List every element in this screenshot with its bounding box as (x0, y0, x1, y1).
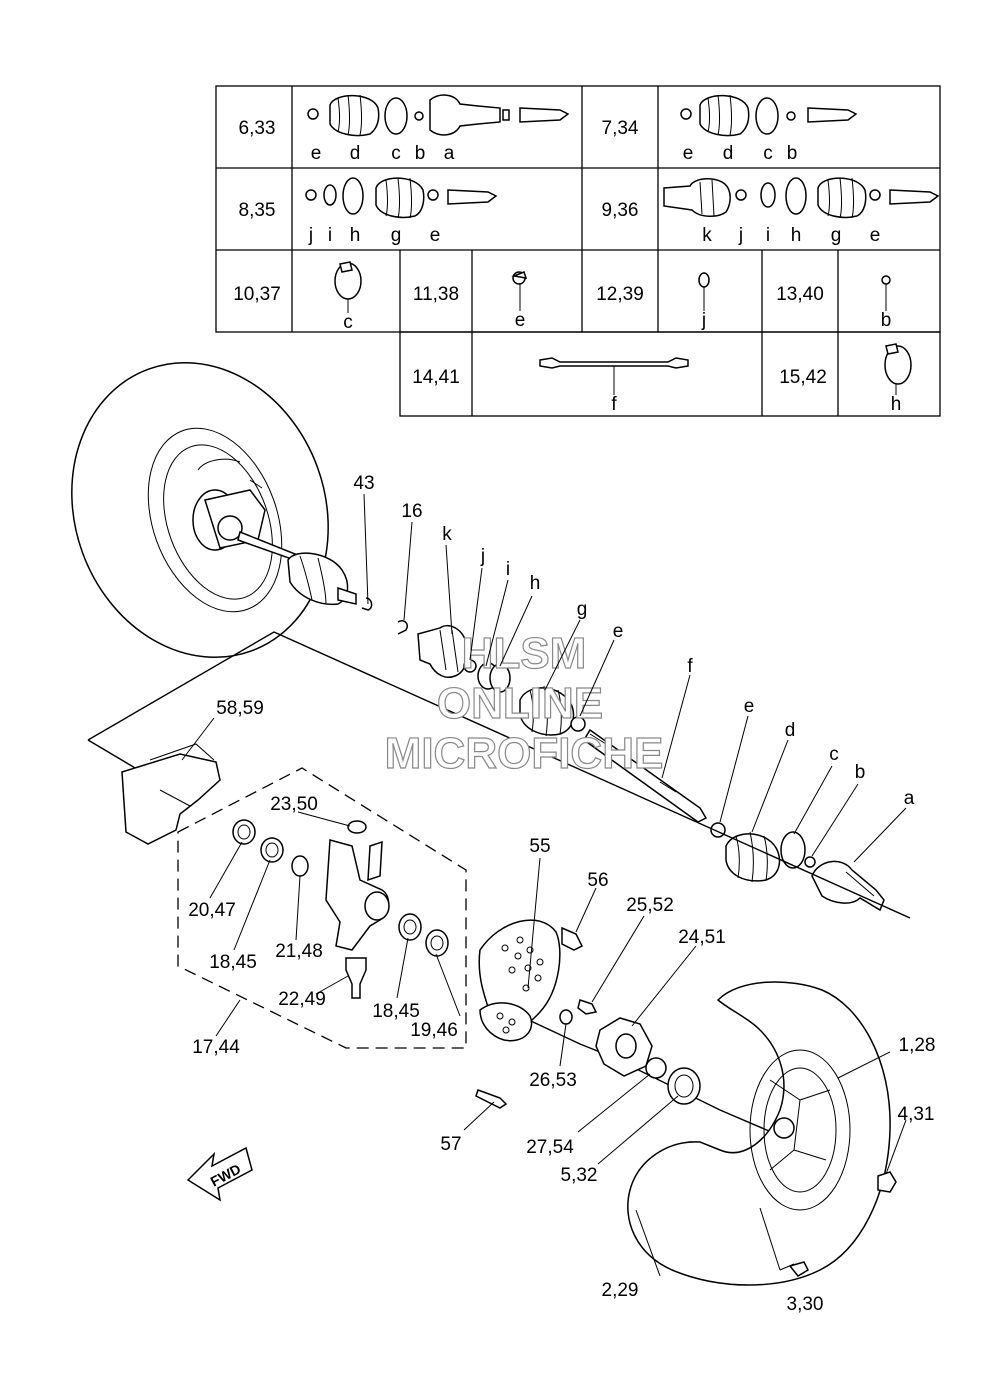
callout-i: i (506, 559, 510, 580)
callout-24-51: 24,51 (678, 927, 726, 948)
callout-55: 55 (529, 836, 550, 857)
table-letter: c (763, 143, 773, 164)
callout-25-52: 25,52 (626, 895, 674, 916)
callout-22-49: 22,49 (278, 989, 326, 1010)
table-letter: e (515, 310, 526, 331)
callout-a: a (904, 788, 915, 809)
callout-3-30: 3,30 (787, 1294, 824, 1315)
callout-2-29: 2,29 (602, 1280, 639, 1301)
table-letter: d (350, 143, 361, 164)
callout-d: d (785, 720, 796, 741)
callout-e-upper: e (613, 621, 624, 642)
watermark-line-1: HLSM (462, 629, 587, 678)
table-code-13-40: 13,40 (776, 284, 824, 305)
callout-g: g (577, 599, 588, 620)
table-letter: g (831, 225, 842, 246)
table-letter: a (444, 143, 455, 164)
watermark-line-2: ONLINE (437, 679, 603, 728)
callout-26-53: 26,53 (529, 1070, 577, 1091)
table-letter: e (430, 225, 441, 246)
table-letter: b (787, 143, 798, 164)
table-letter: c (343, 312, 353, 333)
table-letter: h (791, 225, 802, 246)
table-code-9-36: 9,36 (602, 200, 639, 221)
fwd-arrow-icon: FWD (186, 1146, 253, 1202)
table-letter: j (738, 225, 743, 246)
callout-18-45-right: 18,45 (372, 1001, 420, 1022)
table-code-14-41: 14,41 (412, 367, 460, 388)
callout-20-47: 20,47 (188, 900, 236, 921)
drive-shaft-assembly (397, 619, 885, 912)
table-letter: j (308, 225, 313, 246)
table-letter: f (611, 394, 617, 415)
table-code-10-37: 10,37 (233, 284, 281, 305)
callout-56: 56 (587, 870, 608, 891)
table-letter: h (350, 225, 361, 246)
table-letter: b (881, 310, 892, 331)
table-letter: e (311, 143, 322, 164)
kit-8-35-illustration (305, 177, 498, 219)
table-letter: e (870, 225, 881, 246)
table-letter: b (415, 143, 426, 164)
table-letter: h (891, 394, 902, 415)
callout-labels: 43 16 k j i h g e f e d c b a 58,59 23,5… (188, 473, 935, 1315)
callout-e-lower: e (744, 696, 755, 717)
kit-6-33-illustration (307, 94, 570, 137)
watermark-line-3: MICROFICHE (385, 729, 664, 778)
callout-k: k (442, 524, 452, 545)
table-code-7-34: 7,34 (602, 118, 639, 139)
right-wheel-assembly (627, 981, 897, 1286)
callout-j: j (480, 546, 485, 567)
callout-43: 43 (353, 473, 374, 494)
hub-brake-assembly (475, 919, 861, 1171)
callout-18-45-left: 18,45 (209, 952, 257, 973)
table-code-15-42: 15,42 (779, 367, 827, 388)
table-letter: g (391, 225, 402, 246)
callout-57: 57 (440, 1134, 461, 1155)
table-letter: k (702, 225, 712, 246)
left-wheel-assembly (71, 361, 373, 659)
table-code-12-39: 12,39 (596, 284, 644, 305)
table-letter: j (701, 310, 706, 331)
callout-5-32: 5,32 (561, 1165, 598, 1186)
table-code-8-35: 8,35 (239, 200, 276, 221)
callout-16: 16 (401, 501, 422, 522)
table-letter: i (766, 225, 770, 246)
leader-lines (181, 493, 907, 1277)
table-letter: d (723, 143, 734, 164)
callout-21-48: 21,48 (275, 941, 323, 962)
table-letter: i (328, 225, 332, 246)
callout-19-46: 19,46 (410, 1020, 458, 1041)
table-code-11-38: 11,38 (413, 284, 459, 305)
watermark: HLSM ONLINE MICROFICHE (384, 628, 664, 778)
callout-h: h (530, 573, 541, 594)
callout-27-54: 27,54 (526, 1137, 574, 1158)
callout-4-31: 4,31 (898, 1104, 935, 1125)
table-letter: c (391, 143, 401, 164)
callout-1-28: 1,28 (899, 1035, 936, 1056)
callout-c: c (829, 744, 839, 765)
callout-23-50: 23,50 (270, 794, 318, 815)
callout-17-44: 17,44 (192, 1037, 240, 1058)
callout-58-59: 58,59 (216, 698, 264, 719)
table-code-6-33: 6,33 (239, 118, 276, 139)
single-parts-illustration (334, 261, 912, 395)
kit-7-34-illustration (680, 94, 858, 137)
callout-b: b (855, 762, 866, 783)
reference-table: 6,33 7,34 8,35 9,36 10,37 11,38 12,39 13… (215, 85, 941, 417)
table-letter: e (683, 143, 694, 164)
kit-9-36-illustration (663, 177, 940, 219)
callout-f: f (687, 656, 693, 677)
knuckle-group (121, 743, 467, 1049)
